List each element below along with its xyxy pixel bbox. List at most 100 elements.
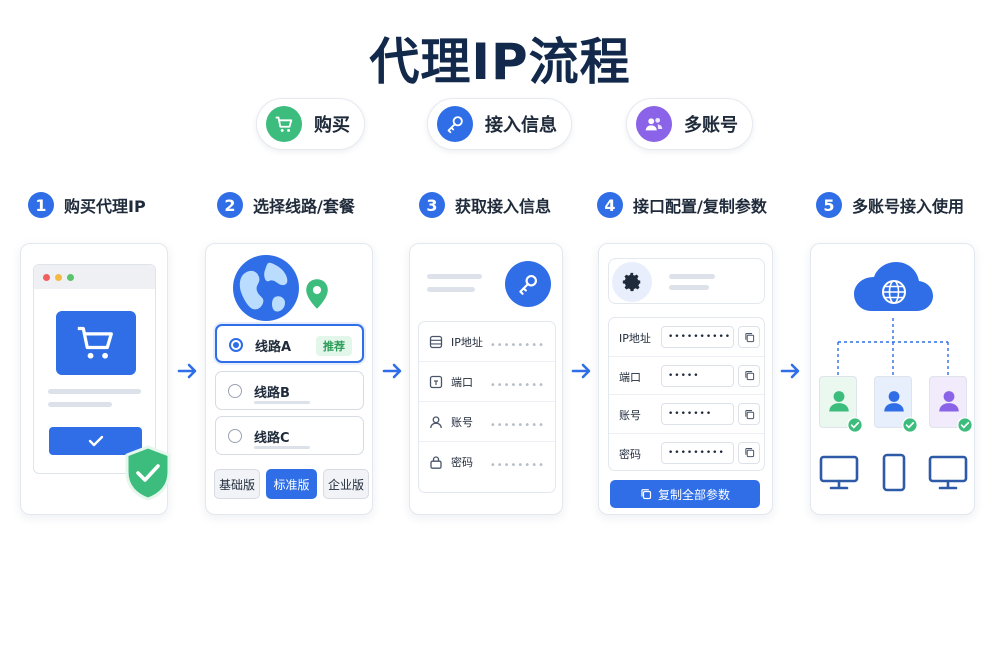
browser-window — [33, 264, 156, 474]
route-label: 线路B — [254, 386, 290, 401]
info-label: 账号 — [451, 415, 473, 429]
radio-selected[interactable] — [229, 338, 243, 352]
param-label: 端口 — [619, 370, 641, 384]
window-titlebar — [34, 265, 155, 289]
copy-icon — [641, 489, 652, 500]
route-option-c[interactable]: 线路C — [215, 416, 364, 455]
arrow-right-icon — [177, 363, 197, 379]
radio[interactable] — [228, 429, 242, 443]
user-icon — [430, 415, 442, 428]
port-icon — [429, 375, 443, 388]
info-value: •••••••• — [489, 420, 545, 431]
step-number: 2 — [217, 192, 243, 218]
key-icon — [505, 261, 551, 307]
monitor-icon — [819, 455, 859, 490]
param-label: IP地址 — [619, 332, 651, 345]
page-title: 代理IP流程 — [369, 33, 631, 91]
user-icon — [829, 391, 849, 412]
param-value-field[interactable]: •••••••••• — [661, 326, 734, 348]
pill-purchase[interactable]: 购买 — [256, 98, 365, 150]
check-badge-icon — [902, 417, 918, 433]
card-multi-account — [810, 243, 975, 515]
recommended-badge: 推荐 — [316, 336, 352, 356]
info-label: IP地址 — [451, 335, 483, 349]
step-3-header: 3 获取接入信息 — [419, 192, 551, 218]
key-icon — [437, 106, 473, 142]
card-routes: 线路A 推荐 线路B 线路C 基础版 标准版 企业版 — [205, 243, 373, 515]
account-card-purple[interactable] — [929, 376, 973, 433]
confirm-purchase-button[interactable] — [49, 427, 142, 455]
step-label: 获取接入信息 — [455, 197, 552, 216]
user-icon — [939, 391, 959, 412]
account-card-blue[interactable] — [874, 376, 918, 433]
account-card-green[interactable] — [819, 376, 863, 433]
copy-icon[interactable] — [738, 403, 760, 425]
card-purchase — [20, 243, 171, 515]
info-value: •••••••• — [489, 340, 545, 351]
monitor-icon — [928, 455, 968, 490]
cart-icon — [266, 106, 302, 142]
location-pin-icon — [306, 279, 328, 309]
route-label: 线路C — [254, 431, 290, 446]
pill-label: 多账号 — [684, 115, 738, 136]
param-list: IP地址 •••••••••• 端口 ••••• 账号 ••••••• 密码 •… — [608, 317, 765, 471]
info-row-account: 账号 •••••••• — [419, 402, 555, 442]
step-label: 多账号接入使用 — [852, 197, 965, 216]
check-icon — [88, 435, 103, 447]
param-row-password: 密码 ••••••••• — [609, 434, 764, 473]
card-config: IP地址 •••••••••• 端口 ••••• 账号 ••••••• 密码 •… — [598, 243, 773, 515]
copy-icon[interactable] — [738, 441, 760, 464]
users-icon — [636, 106, 672, 142]
radio[interactable] — [228, 384, 242, 398]
info-row-password: 密码 •••••••• — [419, 442, 555, 482]
step-number: 5 — [816, 192, 842, 218]
route-option-a[interactable]: 线路A 推荐 — [215, 324, 364, 363]
step-number: 1 — [28, 192, 54, 218]
arrow-right-icon — [382, 363, 402, 379]
param-label: 账号 — [619, 409, 641, 422]
info-value: •••••••• — [489, 460, 545, 471]
arrow-right-icon — [780, 363, 800, 379]
pill-label: 购买 — [314, 115, 350, 136]
param-value-field[interactable]: ••••• — [661, 364, 734, 387]
plan-standard[interactable]: 标准版 — [266, 469, 317, 499]
settings-header — [608, 258, 765, 304]
copy-icon[interactable] — [738, 364, 760, 387]
arrow-right-icon — [571, 363, 591, 379]
pill-label: 接入信息 — [485, 115, 557, 136]
route-label: 线路A — [255, 340, 292, 355]
param-label: 密码 — [619, 447, 641, 461]
param-value-field[interactable]: ••••••••• — [661, 441, 734, 464]
shield-check-icon — [125, 445, 171, 501]
copy-all-params-button[interactable]: 复制全部参数 — [610, 480, 760, 508]
param-value-field[interactable]: ••••••• — [661, 403, 734, 425]
step-label: 购买代理IP — [64, 197, 146, 216]
info-label: 端口 — [451, 375, 473, 389]
step-number: 4 — [597, 192, 623, 218]
lock-icon — [430, 456, 442, 469]
step-5-header: 5 多账号接入使用 — [816, 192, 964, 218]
route-option-b[interactable]: 线路B — [215, 371, 364, 410]
copy-icon[interactable] — [738, 326, 760, 348]
step-number: 3 — [419, 192, 445, 218]
info-row-ip: IP地址 •••••••• — [419, 322, 555, 362]
step-label: 接口配置/复制参数 — [633, 197, 767, 216]
globe-icon — [233, 255, 299, 321]
pill-multi-account[interactable]: 多账号 — [626, 98, 753, 150]
user-icon — [884, 391, 904, 412]
step-label: 选择线路/套餐 — [253, 197, 355, 216]
param-row-port: 端口 ••••• — [609, 357, 764, 395]
info-row-port: 端口 •••••••• — [419, 362, 555, 402]
pill-access-info[interactable]: 接入信息 — [427, 98, 572, 150]
copy-all-label: 复制全部参数 — [657, 487, 730, 502]
cart-icon — [56, 311, 136, 375]
param-row-account: 账号 ••••••• — [609, 395, 764, 434]
access-info-list: IP地址 •••••••• 端口 •••••••• 账号 •••••••• 密码… — [418, 321, 556, 493]
step-4-header: 4 接口配置/复制参数 — [597, 192, 767, 218]
step-1-header: 1 购买代理IP — [28, 192, 146, 218]
step-2-header: 2 选择线路/套餐 — [217, 192, 355, 218]
plan-enterprise[interactable]: 企业版 — [323, 469, 369, 499]
phone-icon — [882, 453, 906, 492]
plan-basic[interactable]: 基础版 — [214, 469, 260, 499]
info-label: 密码 — [451, 456, 473, 469]
